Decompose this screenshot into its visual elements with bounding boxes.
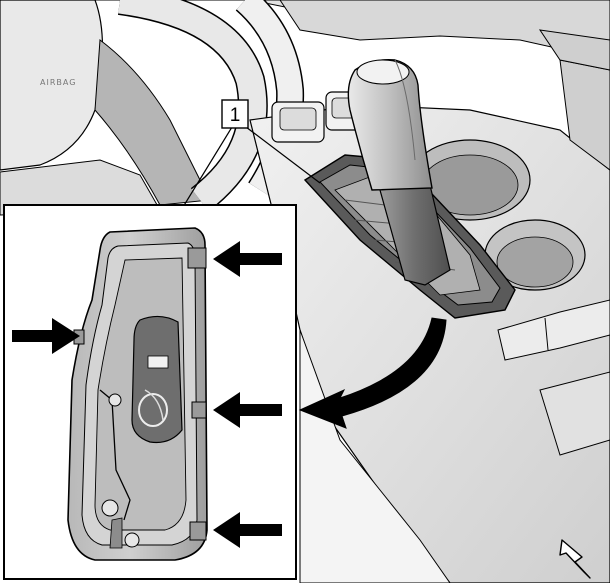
dashboard-vent-area xyxy=(279,0,610,61)
indicator-window xyxy=(147,355,169,369)
removal-direction-arrow xyxy=(298,317,447,429)
arrow-left-icon xyxy=(213,392,282,428)
front-direction-arrow-icon xyxy=(559,539,591,579)
airbag-marking: AIRBAG xyxy=(40,78,76,87)
console-switch-left-face xyxy=(279,107,317,131)
callout-box xyxy=(221,99,249,129)
retaining-clip-middle xyxy=(191,401,207,419)
steering-wheel-rim xyxy=(118,0,267,211)
cup-holder-rear-inner xyxy=(496,236,574,288)
arrow-left-icon xyxy=(213,241,282,277)
console-button-row-2 xyxy=(539,371,610,456)
callout-number: 1 xyxy=(230,105,241,126)
retaining-clip-bottom xyxy=(189,521,207,541)
mount-boss-mid xyxy=(108,393,122,407)
callout-leader-bezel xyxy=(245,126,321,184)
mount-boss-lower xyxy=(124,532,140,548)
shifter-knob-top xyxy=(356,59,410,85)
front-arrow xyxy=(559,539,591,579)
steering-column-shroud xyxy=(94,39,211,206)
arrow-left-icon xyxy=(213,512,282,548)
console-button-row-1 xyxy=(497,299,610,361)
inset-panel xyxy=(3,204,297,580)
retaining-clip-top xyxy=(187,247,207,269)
mount-boss-lower-left xyxy=(101,499,119,517)
shift-bezel-opening xyxy=(131,315,183,444)
callout-1: 1 xyxy=(171,99,321,226)
wire-harness xyxy=(138,393,168,427)
arrow-right-icon xyxy=(12,318,80,354)
curved-arrow-icon xyxy=(298,317,447,429)
lower-dash-panel xyxy=(0,159,161,216)
